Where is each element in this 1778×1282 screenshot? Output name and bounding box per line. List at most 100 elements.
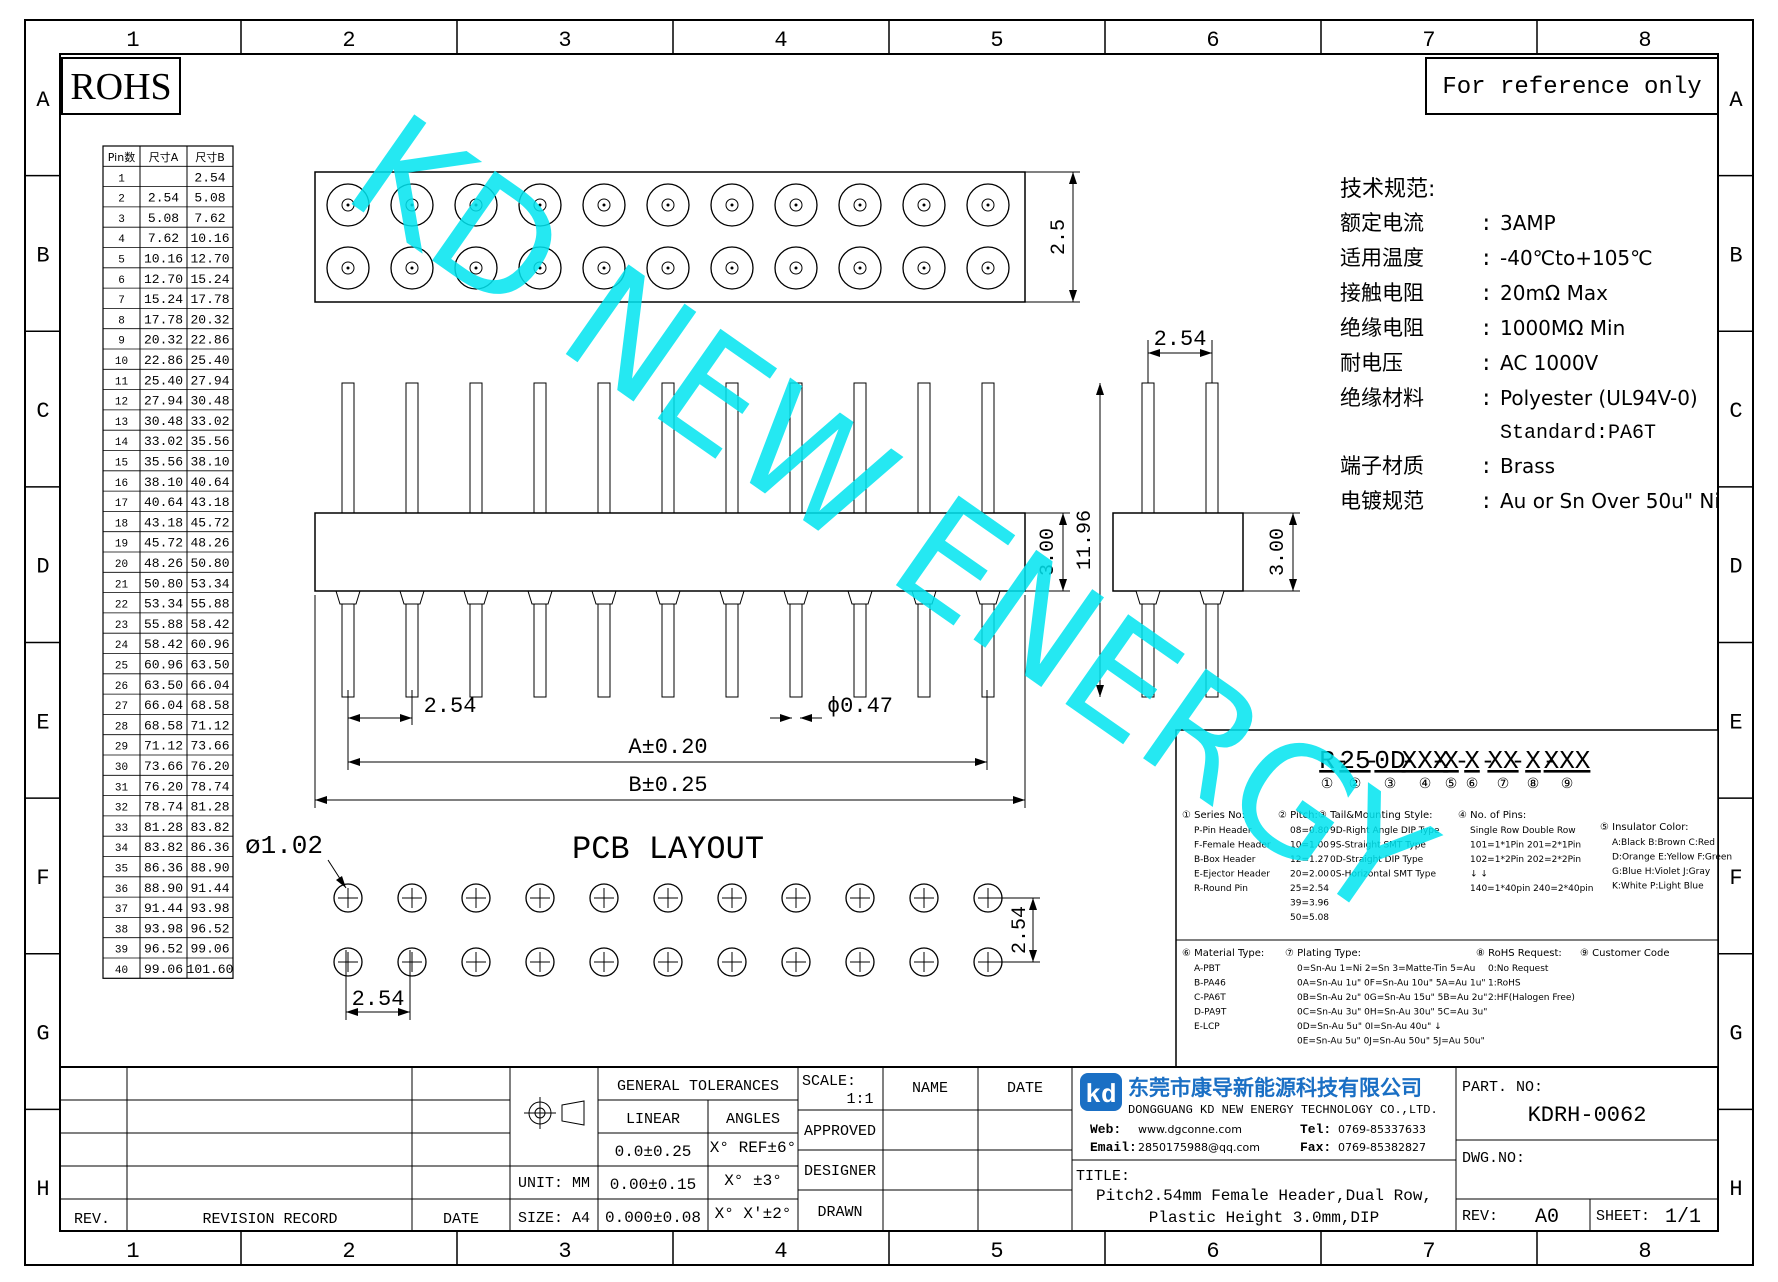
pin-table-cell: 58.42 [144,637,183,652]
pcb-hole [397,947,427,977]
legend-title-insulator: ⑤ Insulator Color: [1600,822,1689,833]
pin-table-cell: 101.60 [187,962,234,977]
row-label-left: B [36,243,49,268]
pin-table-cell: 7.62 [194,211,225,226]
code-separator: - [1511,749,1525,776]
top-hole [518,183,562,227]
row-label-right: E [1729,710,1742,735]
spec-colon: : [1480,214,1493,237]
linear-label: LINEAR [626,1111,680,1128]
part-no-label: PART. NO: [1462,1079,1543,1096]
pin-table-cell: 20.32 [144,333,183,348]
legend-title-pins: ④ No. of Pins: [1458,810,1526,821]
legend-line-material: C-PA6T [1194,993,1226,1003]
pcb-hole [589,883,619,913]
pin-table-cell: 27.94 [144,394,183,409]
code-number: ③ [1384,776,1397,792]
pin-table-cell: 18 [115,518,128,530]
pcb-hole [909,883,939,913]
pin-table-cell: 1 [118,173,125,185]
front-pin [911,382,937,698]
legend-line-insulator: G:Blue H:Violet J:Gray [1612,867,1711,877]
pin-table-cell: 38.10 [144,475,183,490]
pin-table-cell: 30.48 [190,394,229,409]
company-name-cn: 东莞市康导新能源科技有限公司 [1128,1076,1422,1100]
pin-table-cell: 5 [118,255,125,267]
front-pin [527,382,553,698]
dim-pcb-pitch-y: 2.54 [1009,906,1032,954]
dim-a: A±0.20 [628,735,707,760]
pin-table-cell: 12.70 [190,252,229,267]
row-label-right: F [1729,866,1742,891]
unit-label: UNIT: MM [518,1175,590,1192]
pcb-hole [333,947,363,977]
code-segment: 25 [1339,746,1370,776]
legend-title-series: ① Series No: [1182,810,1245,821]
pin-table-cell: 15 [115,458,128,470]
pin-table-cell: 6 [118,275,125,287]
pin-table-cell: 11 [115,376,129,388]
pin-table-cell: 68.58 [144,718,183,733]
pcb-layout-label: PCB LAYOUT [572,831,764,868]
top-hole [518,246,562,290]
col-label-top: 6 [1206,28,1219,53]
pin-table-cell: 50.80 [190,556,229,571]
pin-table-cell: 29 [115,742,128,754]
drawn-label: DRAWN [817,1204,862,1221]
pin-table-cell: 45.72 [144,536,183,551]
scale-label: SCALE: [802,1073,856,1090]
pin-table-cell: 22.86 [190,333,229,348]
col-label-bottom: 1 [126,1239,139,1264]
legend-line-pitch: 08=0.80 [1290,826,1329,836]
pin-table-cell: 99.06 [190,942,229,957]
pin-table-cell: 53.34 [144,597,183,612]
pin-table-cell: 60.96 [144,658,183,673]
legend-line-material: E-LCP [1194,1022,1220,1032]
col-label-bottom: 6 [1206,1239,1219,1264]
front-pin [783,382,809,698]
top-hole [582,183,626,227]
spec-colon: : [1480,457,1493,480]
col-label-top: 4 [774,28,787,53]
legend-line-pitch: 12=1.27 [1290,855,1329,865]
code-number: ⑤ [1445,776,1458,792]
pin-table-cell: 86.36 [144,861,183,876]
dim-side-body-height: 3.00 [1267,528,1290,576]
front-pin [463,382,489,698]
legend-line-material: B-PA46 [1194,979,1226,989]
code-separator: - [1401,749,1415,776]
pin-table-cell: 73.66 [190,739,229,754]
pin-table-cell: 2 [118,194,125,206]
designer-label: DESIGNER [804,1163,876,1180]
row-label-right: C [1729,399,1742,424]
pin-table-cell: 2.54 [148,191,179,206]
pin-table-cell: 68.58 [190,698,229,713]
pin-table-cell: 35.56 [190,434,229,449]
pcb-layout: PCB LAYOUT ø1.02 2.54 2.54 [245,831,1040,1020]
pcb-hole [589,947,619,977]
row-label-left: E [36,710,49,735]
pin-table-cell: 37 [115,904,128,916]
pin-table-cell: 7 [118,295,125,307]
top-hole [838,183,882,227]
spec-label: 端子材质 [1340,454,1424,478]
spec-value: Au or Sn Over 50u" Ni [1500,489,1720,513]
tol-angle-1: X° REF±6° [710,1139,796,1157]
spec-label: 耐电压 [1340,351,1403,375]
spec-colon: : [1480,389,1493,412]
tol-linear-3: 0.000±0.08 [605,1209,701,1227]
pin-table-cell: 40.64 [144,495,183,510]
pin-table-cell: 2.54 [194,170,225,185]
pcb-hole [781,947,811,977]
code-number: ① [1321,776,1334,792]
date-label: DATE [443,1211,479,1228]
pin-table-cell: 55.88 [144,617,183,632]
code-number: ④ [1419,776,1432,792]
row-label-right: G [1729,1022,1742,1047]
scale-value: 1:1 [846,1091,873,1108]
col-label-bottom: 4 [774,1239,787,1264]
top-hole [646,246,690,290]
pin-table-cell: 17.78 [144,312,183,327]
top-hole [838,246,882,290]
